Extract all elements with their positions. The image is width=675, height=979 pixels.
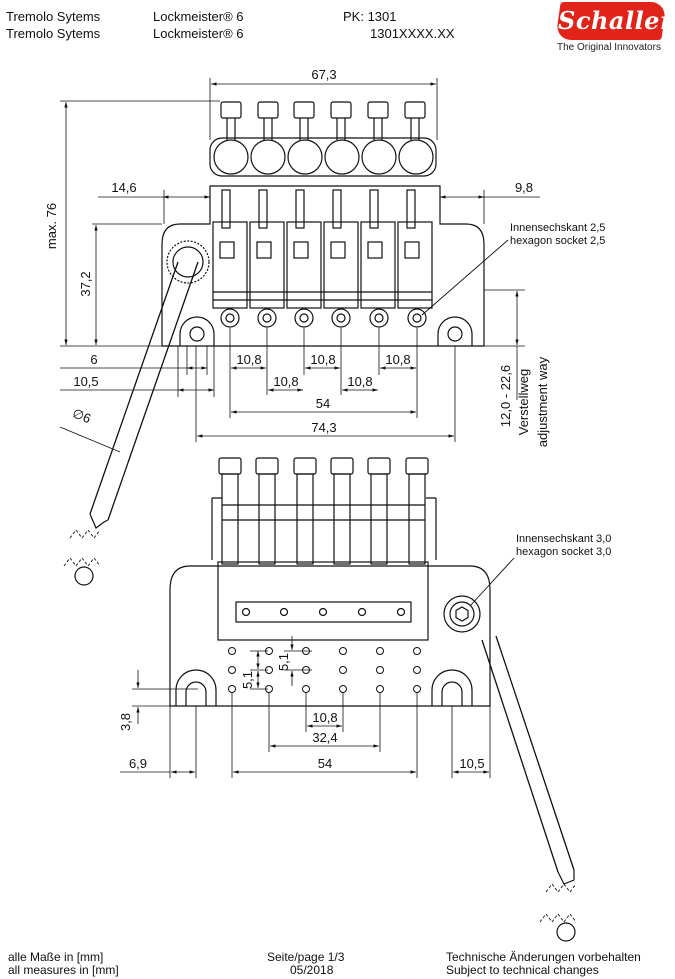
top-mount-slots bbox=[179, 316, 473, 346]
header-series-2: Tremolo Sytems bbox=[6, 26, 101, 41]
dim-arm-diameter: ∅6 bbox=[70, 405, 93, 426]
bottom-saddle-frame bbox=[211, 497, 437, 560]
top-tremolo-arm bbox=[63, 240, 210, 586]
top-base-plate bbox=[161, 185, 485, 347]
footer-notice-en: Subject to technical changes bbox=[446, 963, 599, 977]
dim-overall-width: 67,3 bbox=[311, 67, 336, 82]
top-saddles bbox=[212, 189, 433, 309]
dim-adjust-de: Verstellweg bbox=[516, 369, 531, 435]
bottom-screw-holes bbox=[241, 607, 406, 617]
dim-adjust-en: adjustment way bbox=[535, 356, 550, 447]
bottom-spring-block bbox=[217, 561, 429, 641]
dim-bottom-span-54: 54 bbox=[318, 756, 332, 771]
dim-spacing-1: 10,8 bbox=[236, 352, 261, 367]
header-article-number: 1301XXXX.XX bbox=[370, 26, 455, 41]
dim-body-height: 37,2 bbox=[78, 271, 93, 296]
bottom-view bbox=[169, 457, 577, 942]
dim-spacing-2: 10,8 bbox=[310, 352, 335, 367]
dim-left-offset: 14,6 bbox=[111, 180, 136, 195]
footer-date: 05/2018 bbox=[290, 963, 334, 977]
footer-units-de: alle Maße in [mm] bbox=[8, 950, 104, 964]
footer-page: Seite/page 1/3 bbox=[267, 950, 345, 964]
dim-bottom-spacing: 10,8 bbox=[312, 710, 337, 725]
dim-6: 6 bbox=[90, 352, 97, 367]
top-hex-sockets bbox=[220, 308, 427, 328]
top-view bbox=[63, 101, 509, 586]
dim-spacing-4: 10,8 bbox=[273, 374, 298, 389]
dim-5-1-b: 5,1 bbox=[240, 671, 255, 689]
bottom-tuner-tabs bbox=[218, 457, 429, 475]
bottom-hex-socket bbox=[443, 595, 481, 633]
dim-span-74-3: 74,3 bbox=[311, 420, 336, 435]
top-fine-tuner-knobs bbox=[209, 137, 437, 177]
dim-span-54: 54 bbox=[316, 396, 330, 411]
dim-right-offset: 9,8 bbox=[515, 180, 533, 195]
callout-bottom-de: Innensechskant 3,0 bbox=[516, 533, 611, 545]
bottom-view-dimensions bbox=[120, 636, 491, 778]
header-model-2: Lockmeister® 6 bbox=[153, 26, 244, 41]
bottom-tremolo-arm bbox=[481, 635, 577, 942]
header-series: Tremolo Sytems bbox=[6, 9, 101, 24]
bottom-screw-bar bbox=[235, 601, 412, 623]
footer-units-en: all measures in [mm] bbox=[8, 963, 119, 977]
footer-notice-de: Technische Änderungen vorbehalten bbox=[446, 950, 641, 964]
callout-bottom-en: hexagon socket 3,0 bbox=[516, 546, 611, 558]
bottom-mount-slots bbox=[175, 669, 473, 706]
dim-spacing-5: 10,8 bbox=[347, 374, 372, 389]
top-tuner-tabs bbox=[220, 101, 426, 140]
dim-spacing-3: 10,8 bbox=[385, 352, 410, 367]
dim-5-1-a: 5,1 bbox=[276, 653, 291, 671]
dim-span-32-4: 32,4 bbox=[312, 730, 337, 745]
bottom-saddle-stems bbox=[221, 473, 426, 565]
header-pk: PK: 1301 bbox=[343, 9, 397, 24]
dim-max-height: max. 76 bbox=[44, 203, 59, 249]
header-model: Lockmeister® 6 bbox=[153, 9, 244, 24]
top-view-dimension-labels: 67,3 14,6 9,8 max. 76 37,2 6 10,5 10,8 1… bbox=[44, 67, 605, 447]
brand-tagline: The Original Innovators bbox=[557, 42, 661, 53]
callout-top-en: hexagon socket 2,5 bbox=[510, 235, 605, 247]
bottom-hole-grid bbox=[228, 647, 421, 693]
dim-3-8: 3,8 bbox=[118, 713, 133, 731]
bottom-view-dimension-labels: 5,1 5,1 3,8 10,8 32,4 54 6,9 10,5 Innens… bbox=[118, 533, 611, 771]
callout-top-de: Innensechskant 2,5 bbox=[510, 222, 605, 234]
dim-6-9: 6,9 bbox=[129, 756, 147, 771]
dim-10-5: 10,5 bbox=[73, 374, 98, 389]
top-view-dimensions bbox=[59, 78, 540, 453]
dim-bottom-10-5: 10,5 bbox=[459, 756, 484, 771]
dim-adjust-range: 12,0 - 22,6 bbox=[498, 365, 513, 427]
